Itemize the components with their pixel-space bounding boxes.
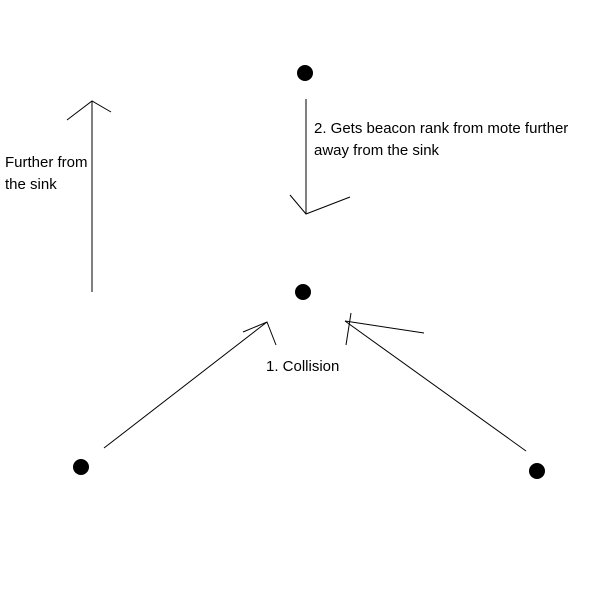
beacon-label-line-2: away from the sink: [314, 142, 440, 159]
beacon-rank-arrow: [289, 99, 351, 215]
collision-arrow-left: [103, 321, 277, 449]
collision-label: 1. Collision: [266, 358, 340, 375]
mote-bottom-right: [529, 463, 545, 479]
mote-center: [295, 284, 311, 300]
mote-bottom-left: [73, 459, 89, 475]
further-from-sink-arrow: [66, 100, 112, 292]
further-label-line-2: the sink: [5, 176, 57, 193]
beacon-label-line-1: 2. Gets beacon rank from mote further: [314, 120, 569, 137]
collision-arrow-right: [344, 312, 527, 452]
mote-top: [297, 65, 313, 81]
further-label-line-1: Further from: [5, 154, 88, 171]
beacon-rank-label: 2. Gets beacon rank from mote further aw…: [314, 118, 568, 162]
further-from-sink-label: Further from the sink: [5, 152, 88, 196]
